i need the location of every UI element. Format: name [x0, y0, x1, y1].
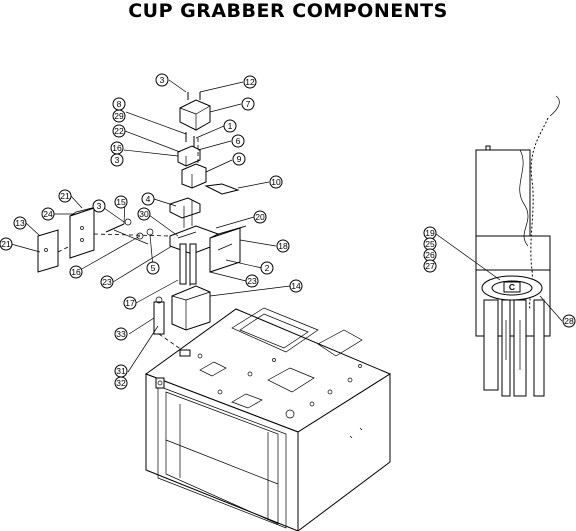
svg-text:3: 3: [97, 201, 102, 211]
svg-text:17: 17: [125, 298, 135, 308]
diagram-title: CUP GRABBER COMPONENTS: [128, 0, 448, 22]
callout-23-left: 23: [100, 275, 114, 289]
svg-text:3: 3: [115, 155, 120, 165]
callout-28: 28: [562, 314, 576, 328]
svg-text:16: 16: [112, 143, 122, 153]
callout-23-right: 23: [245, 274, 259, 288]
callout-9: 9: [232, 152, 246, 166]
callout-3-top: 3: [155, 73, 169, 87]
svg-text:24: 24: [43, 209, 53, 219]
svg-text:15: 15: [116, 197, 126, 207]
callout-7: 7: [241, 97, 255, 111]
callout-3-mid: 3: [110, 153, 124, 167]
callout-bubbles: 3 12 7 8 29 1 22 6 16 3 9 10 21 15 4 24 …: [0, 73, 576, 390]
svg-text:20: 20: [255, 212, 265, 222]
svg-text:2: 2: [265, 263, 270, 273]
callout-1: 1: [223, 119, 237, 133]
svg-text:6: 6: [236, 136, 241, 146]
svg-text:5: 5: [151, 263, 156, 273]
callout-33: 33: [114, 327, 128, 341]
svg-text:C: C: [509, 282, 515, 292]
svg-text:21: 21: [1, 239, 11, 249]
svg-text:26: 26: [425, 250, 435, 260]
svg-text:13: 13: [15, 218, 25, 228]
svg-text:30: 30: [139, 209, 149, 219]
svg-text:19: 19: [425, 228, 435, 238]
svg-text:33: 33: [116, 329, 126, 339]
callout-12: 12: [243, 75, 257, 89]
callout-31: 31: [114, 364, 128, 378]
cabinet-drawing: [144, 307, 392, 531]
callout-18: 18: [276, 239, 290, 253]
callout-8: 8: [112, 97, 126, 111]
svg-text:25: 25: [425, 239, 435, 249]
svg-text:8: 8: [117, 99, 122, 109]
svg-text:12: 12: [245, 77, 255, 87]
exploded-components: [37, 92, 247, 351]
svg-text:14: 14: [291, 281, 301, 291]
callout-27: 27: [423, 259, 437, 273]
svg-text:22: 22: [114, 126, 124, 136]
callout-16-top: 16: [110, 141, 124, 155]
callout-22: 22: [112, 124, 126, 138]
callout-17: 17: [123, 296, 137, 310]
callout-16-left: 16: [69, 265, 83, 279]
leader-lines: [10, 79, 563, 373]
svg-text:28: 28: [564, 316, 574, 326]
svg-text:32: 32: [116, 378, 126, 388]
callout-24: 24: [41, 207, 55, 221]
callout-10: 10: [269, 175, 283, 189]
callout-19: 19: [423, 226, 437, 240]
callout-20: 20: [253, 210, 267, 224]
svg-text:27: 27: [425, 261, 435, 271]
callout-32: 32: [114, 376, 128, 390]
callout-25: 25: [423, 237, 437, 251]
callout-30: 30: [137, 207, 151, 221]
callout-4: 4: [141, 192, 155, 206]
svg-text:18: 18: [278, 241, 288, 251]
callout-21-lower: 21: [0, 237, 13, 251]
svg-text:31: 31: [116, 366, 126, 376]
svg-text:7: 7: [246, 99, 251, 109]
callout-26: 26: [423, 248, 437, 262]
callout-14: 14: [289, 279, 303, 293]
detail-view: C: [475, 95, 560, 397]
svg-text:3: 3: [160, 75, 165, 85]
callout-2: 2: [260, 261, 274, 275]
callout-13: 13: [13, 216, 27, 230]
svg-text:10: 10: [271, 177, 281, 187]
svg-text:21: 21: [60, 191, 70, 201]
svg-text:29: 29: [114, 111, 124, 121]
callout-21-upper: 21: [58, 189, 72, 203]
callout-3-left: 3: [92, 199, 106, 213]
svg-text:16: 16: [71, 267, 81, 277]
svg-text:1: 1: [228, 121, 233, 131]
callout-15: 15: [114, 195, 128, 209]
callout-29: 29: [112, 109, 126, 123]
svg-text:4: 4: [146, 194, 151, 204]
callout-5: 5: [146, 261, 160, 275]
svg-text:23: 23: [102, 277, 112, 287]
callout-6: 6: [231, 134, 245, 148]
svg-text:9: 9: [237, 154, 242, 164]
svg-text:23: 23: [247, 276, 257, 286]
